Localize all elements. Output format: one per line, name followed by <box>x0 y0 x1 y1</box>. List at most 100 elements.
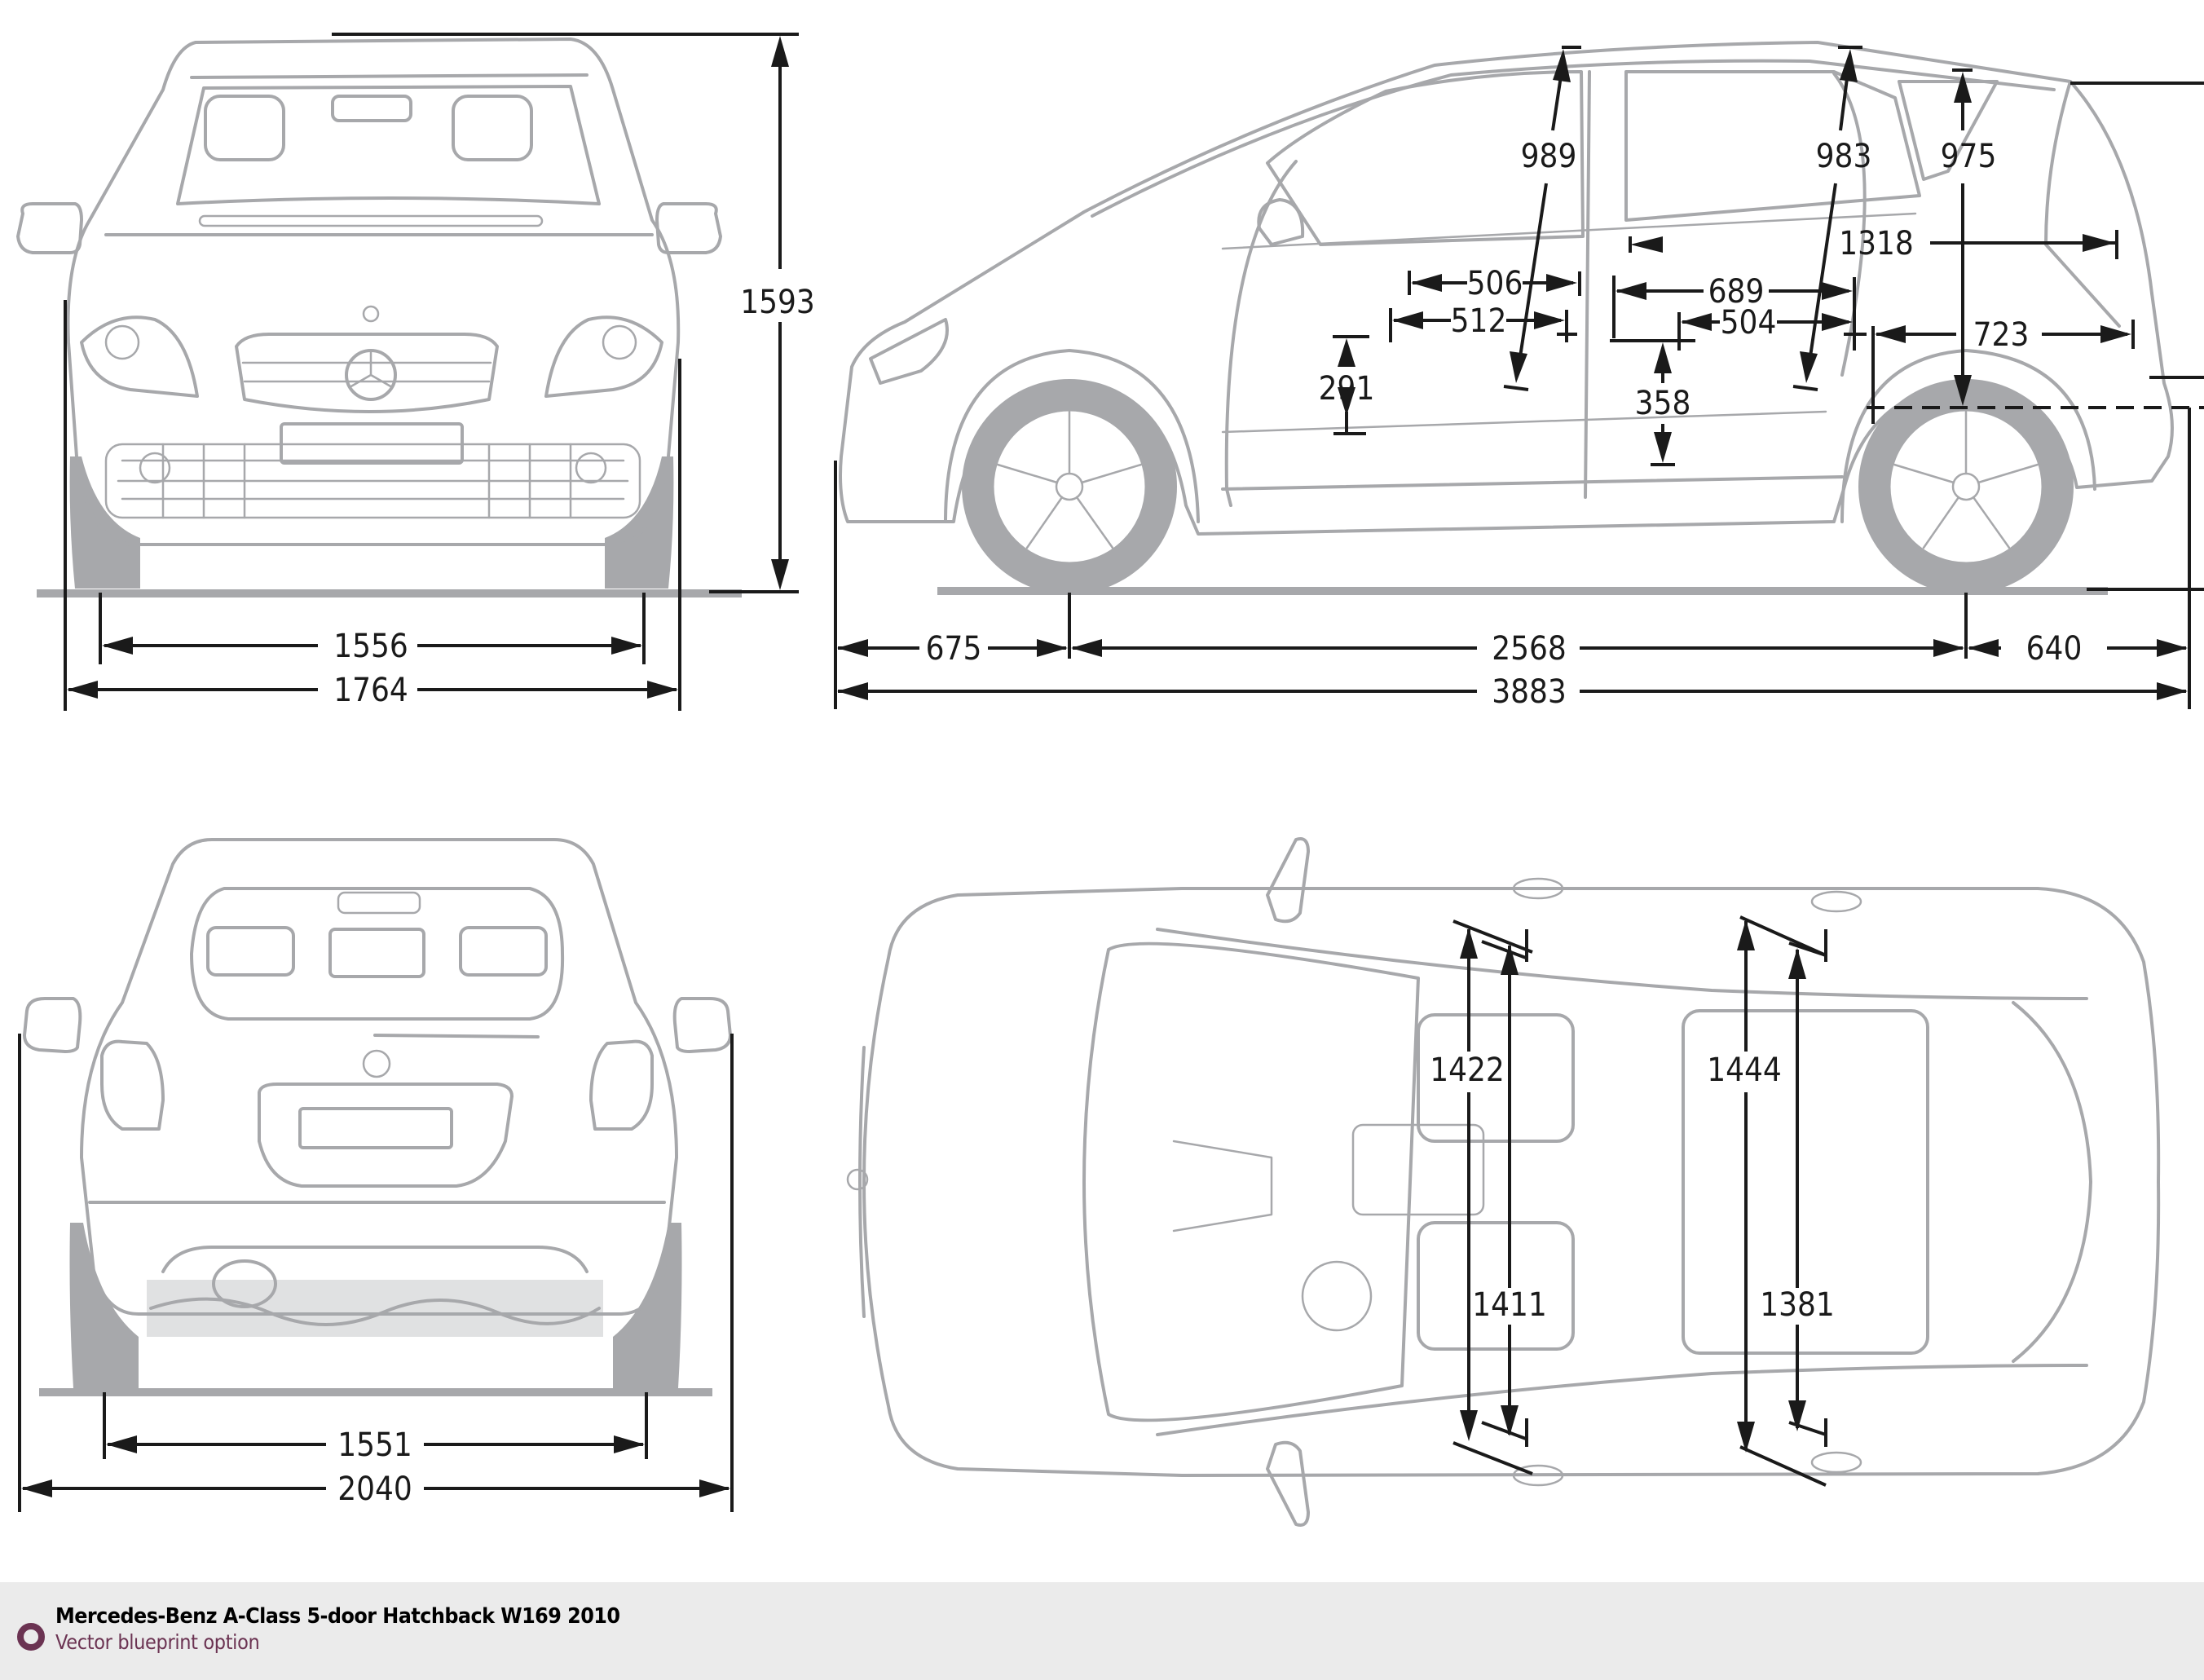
side-sill-line <box>1221 475 1844 491</box>
rear-track-dimension: 1551 <box>103 1392 648 1464</box>
front-track-label: 1556 <box>333 628 408 665</box>
side-front-window <box>1266 70 1585 246</box>
front-overhang-label: 675 <box>926 630 982 668</box>
hood-emblem-icon <box>362 305 380 323</box>
seat-depth-rear-label: 504 <box>1721 304 1777 342</box>
front-width-label: 1764 <box>333 672 408 709</box>
top-front-seat-left <box>1417 1013 1575 1143</box>
top-body-outline <box>862 887 2161 1477</box>
seat-height-rear-label: 358 <box>1635 385 1691 422</box>
side-rear-spokes <box>1893 410 2039 549</box>
footer-bar <box>0 1582 2204 1680</box>
rear-tailgate-handle <box>258 1083 514 1188</box>
rear-taillight-right <box>589 1039 654 1131</box>
shoulder-rear-label: 1444 <box>1707 1052 1782 1089</box>
rear-axle-beam <box>149 1297 601 1326</box>
rear-view: 1551 2040 <box>18 838 734 1512</box>
front-body-outline <box>66 37 681 546</box>
rear-window <box>190 887 565 1021</box>
top-dashboard <box>1172 1140 1273 1232</box>
wheelbase-label: 2568 <box>1492 630 1567 668</box>
side-c-pillar <box>1832 72 1867 377</box>
side-front-rim <box>991 408 1148 565</box>
top-rear-bench <box>1682 1009 1929 1355</box>
rearview-mirror <box>331 95 412 122</box>
rear-right-tire <box>613 1223 682 1388</box>
mercedes-star-arms <box>348 349 394 389</box>
headlight-left <box>80 315 199 398</box>
front-windshield <box>176 85 601 205</box>
top-door-handle-front-right <box>1512 1464 1564 1487</box>
elbow-rear-label: 1381 <box>1760 1286 1835 1324</box>
top-mirror-right <box>1266 1440 1310 1527</box>
cargo-length-top-label: 1318 <box>1839 225 1914 262</box>
top-mirror-left <box>1266 837 1310 924</box>
side-interior-dimensions: 989 983 975 506 <box>1319 46 2135 466</box>
front-roof-line <box>190 73 588 79</box>
overall-length-label: 3883 <box>1492 673 1567 711</box>
cargo-height-label: 975 <box>1941 138 1997 175</box>
side-character-line <box>1221 410 1827 434</box>
rear-left-tire <box>69 1223 139 1388</box>
front-headrest-right <box>452 95 533 161</box>
top-windshield <box>1082 941 1420 1422</box>
front-height-label: 1593 <box>740 284 815 321</box>
side-length-dimensions: 675 2568 640 3883 <box>834 82 2204 711</box>
rear-overhang-label: 640 <box>2026 630 2083 668</box>
fog-light-left <box>139 452 171 484</box>
top-front-grille <box>858 1046 866 1318</box>
side-front-spokes <box>996 410 1143 549</box>
side-belt-line <box>1221 212 1917 250</box>
circle-bullet-icon <box>17 1623 45 1651</box>
side-view: 675 2568 640 3883 <box>834 41 2204 711</box>
side-rear-window <box>1624 70 1921 222</box>
front-mirror-left <box>16 202 83 254</box>
legroom-rear-label: 689 <box>1708 273 1765 311</box>
side-rear-arch <box>1840 349 2096 523</box>
side-rear-glass <box>2044 80 2121 328</box>
front-left-tire <box>69 456 140 589</box>
side-roof-inner <box>1091 59 2056 218</box>
seat-depth-front-label: 512 <box>1451 302 1507 340</box>
front-track-dimension: 1556 <box>99 593 646 665</box>
shoulder-front-label: 1422 <box>1430 1052 1505 1089</box>
headlight-lens-right <box>602 324 637 360</box>
front-headrest-left <box>204 95 285 161</box>
arrow-down <box>771 559 789 590</box>
arrow-up <box>771 36 789 67</box>
rear-headrest-left <box>206 926 295 977</box>
top-center-console <box>1351 1123 1485 1216</box>
rear-axle <box>147 1280 603 1337</box>
rear-diffuser <box>161 1246 588 1273</box>
top-view: 1422 1411 1444 <box>846 837 2161 1527</box>
front-right-tire <box>605 456 674 589</box>
rear-width-dimension: 2040 <box>18 1034 734 1512</box>
elbow-front-label: 1411 <box>1472 1286 1547 1324</box>
top-door-handle-rear-right <box>1810 1451 1862 1474</box>
rear-headrest-right <box>459 926 548 977</box>
rear-taillight-left <box>100 1039 165 1131</box>
seat-height-front-label: 291 <box>1319 370 1375 408</box>
top-door-handle-front-left <box>1512 877 1564 900</box>
rear-muffler <box>212 1259 277 1308</box>
front-view: 1593 1556 1764 <box>16 33 815 711</box>
headroom-rear-label: 983 <box>1816 138 1872 175</box>
side-front-arch <box>944 349 1200 523</box>
legroom-front-label: 506 <box>1467 265 1523 302</box>
top-door-handle-rear-left <box>1810 890 1862 913</box>
rear-headrest-center <box>328 928 425 978</box>
side-b-pillar <box>1584 70 1591 499</box>
side-headlight <box>869 318 949 385</box>
top-interior-dimensions: 1422 1411 1444 <box>1430 915 1835 1487</box>
front-grille <box>235 333 499 413</box>
rear-track-label: 1551 <box>337 1426 412 1464</box>
rear-ground-line <box>39 1388 712 1396</box>
side-a-pillar <box>1224 160 1298 507</box>
top-rear-window <box>2012 1001 2092 1363</box>
blueprint-title: Mercedes-Benz A-Class 5-door Hatchback W… <box>55 1604 620 1629</box>
headroom-front-label: 989 <box>1521 138 1577 175</box>
top-steering-wheel <box>1301 1260 1373 1332</box>
top-front-seat-right <box>1417 1221 1575 1351</box>
headlight-right <box>544 315 663 398</box>
